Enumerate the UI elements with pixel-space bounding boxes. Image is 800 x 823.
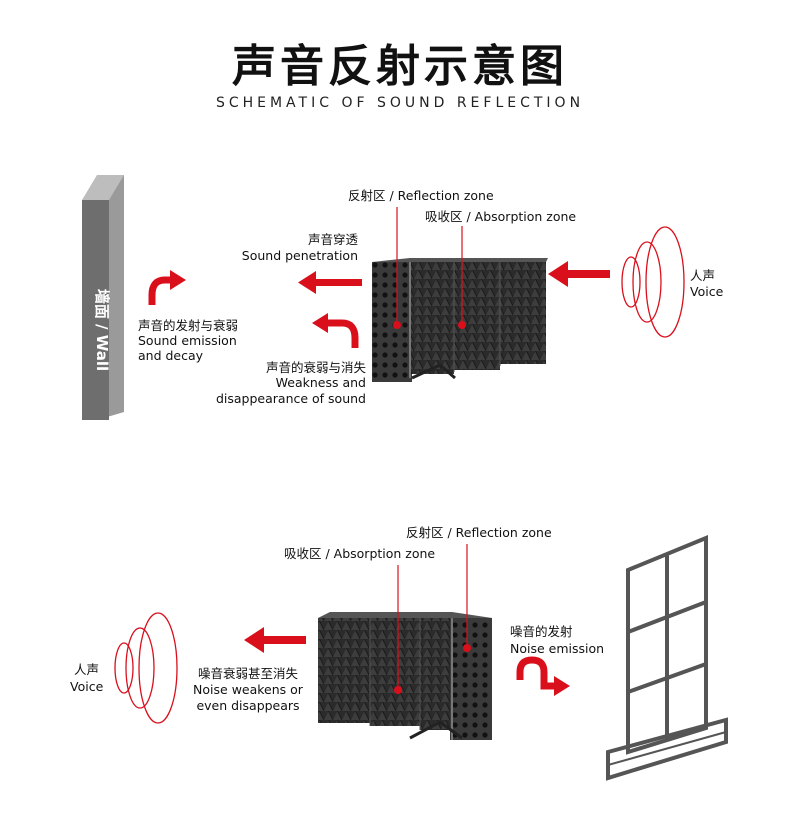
voice-label-en-top: Voice: [690, 284, 724, 299]
emission-label-cn: 声音的发射与衰弱: [138, 318, 239, 333]
noise-weakens-arrow: [244, 627, 306, 653]
emission-label-en2: and decay: [138, 348, 204, 363]
noise-weakens-label-en2: even disappears: [196, 698, 300, 713]
weakness-label-cn: 声音的衰弱与消失: [265, 360, 366, 375]
penetration-label-en: Sound penetration: [241, 248, 358, 263]
page-subtitle: SCHEMATIC OF SOUND REFLECTION: [215, 95, 585, 111]
penetration-label-cn: 声音穿透: [307, 232, 358, 247]
top-absorption-marker: [458, 226, 466, 329]
weakness-label-en2: disappearance of sound: [215, 391, 366, 406]
bottom-absorption-marker: [394, 565, 402, 694]
noise-emission-label-cn: 噪音的发射: [510, 624, 573, 639]
emission-label-en1: Sound emission: [138, 333, 237, 348]
window: [606, 535, 728, 781]
wall-block: [82, 175, 124, 420]
penetration-arrow: [298, 271, 362, 294]
voice-label-cn-bottom: 人声: [74, 662, 100, 677]
weakness-label-en1: Weakness and: [275, 375, 366, 390]
voice-arrow-top: [548, 261, 610, 287]
bottom-isolation-shield: [318, 612, 492, 740]
noise-weakens-label-cn: 噪音衰弱甚至消失: [197, 666, 298, 681]
weakness-u-arrow: [312, 313, 359, 348]
noise-emission-label-en: Noise emission: [510, 641, 605, 656]
voice-waves-top: [621, 226, 685, 338]
voice-label-cn-top: 人声: [690, 268, 716, 283]
page-title: 声音反射示意图: [232, 41, 568, 92]
top-isolation-shield: [372, 258, 548, 382]
top-reflection-marker: [393, 207, 401, 329]
voice-waves-bottom: [114, 612, 178, 724]
noise-emission-u-arrow: [516, 656, 570, 696]
emission-u-arrow: [148, 270, 186, 305]
top-reflection-zone-label: 反射区 / Reflection zone: [348, 188, 494, 203]
top-absorption-zone-label: 吸收区 / Absorption zone: [425, 209, 577, 224]
voice-label-en-bottom: Voice: [70, 679, 104, 694]
wall-label: 墙面 / Wall: [93, 288, 111, 372]
bottom-reflection-zone-label: 反射区 / Reflection zone: [406, 525, 552, 540]
bottom-absorption-zone-label: 吸收区 / Absorption zone: [284, 546, 436, 561]
bottom-reflection-marker: [463, 544, 471, 652]
noise-weakens-label-en1: Noise weakens or: [193, 682, 303, 697]
